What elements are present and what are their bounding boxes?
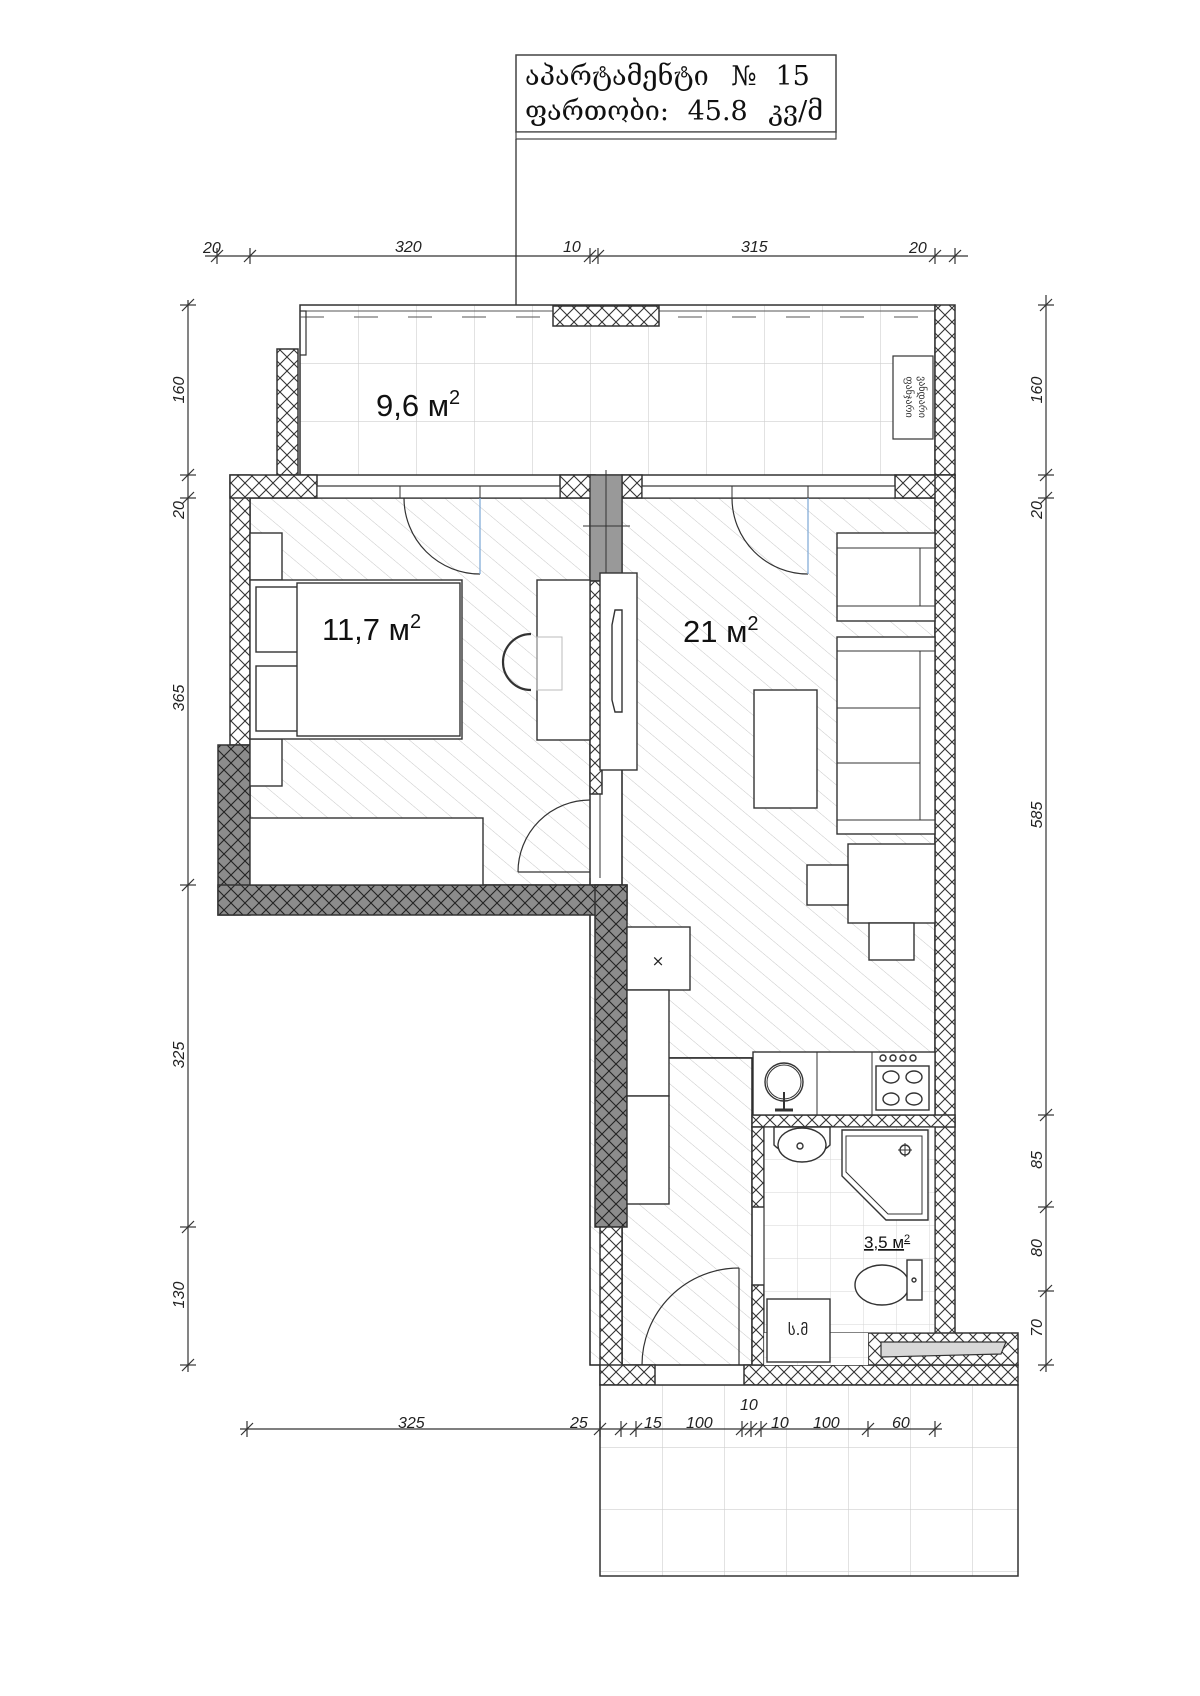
dimensions-left: 160 20 365 325 130 [171, 298, 196, 1372]
dimensions-right: 160 20 585 85 80 70 [1029, 295, 1054, 1372]
counter-1 [626, 989, 670, 1097]
counter-2 [626, 1095, 670, 1205]
panel-label-2: ვანდარი [916, 376, 928, 418]
bathroom-area-label: 3,5 м2 [864, 1233, 910, 1252]
dim-bottom-2: 25 [569, 1415, 588, 1432]
dim-top-5: 20 [908, 240, 927, 257]
dim-bottom-1: 325 [398, 1415, 425, 1432]
dining-table [847, 843, 936, 924]
panel-box [892, 355, 934, 440]
dim-bottom-5: 10 [740, 1397, 758, 1414]
dim-bottom-4: 100 [686, 1415, 713, 1432]
dim-left-5: 130 [171, 1282, 188, 1309]
bedroom-area-label: 11,7 м2 [322, 611, 421, 647]
washer-label: ს.მ [788, 1321, 808, 1339]
stove [875, 1065, 930, 1111]
dim-top-2: 320 [395, 239, 422, 256]
dining-chair-left [806, 864, 849, 906]
dim-bottom-3: 15 [644, 1415, 662, 1432]
dim-left-4: 325 [171, 1042, 188, 1069]
area-total-label: ფართობი: 45.8 კვ/მ [525, 96, 823, 127]
dim-top-1: 20 [202, 240, 221, 257]
living-furniture: × 21 м2 [599, 532, 936, 1205]
coffee-table [753, 689, 818, 809]
fridge-mark: × [652, 952, 665, 970]
dim-top-4: 315 [741, 239, 768, 256]
kitchen-unit [752, 1051, 936, 1116]
apartment-label: აპარტამენტი № 15 [525, 61, 810, 92]
dining-chair-bottom [868, 922, 915, 961]
walls [217, 470, 1019, 1386]
dimensions-bottom: 325 25 15 100 10 10 100 60 [240, 1397, 942, 1437]
panel-label-1: ფანჯარი [903, 376, 915, 417]
radiator [880, 1341, 1007, 1358]
dim-right-6: 70 [1029, 1319, 1046, 1337]
dim-right-5: 80 [1029, 1239, 1046, 1257]
dim-left-1: 160 [171, 377, 188, 404]
living-area-label: 21 м2 [683, 613, 759, 649]
desk [536, 579, 591, 741]
dim-right-1: 160 [1029, 377, 1046, 404]
wardrobe [249, 817, 484, 886]
fridge [626, 926, 691, 991]
balcony-area-label: 9,6 м2 [376, 387, 460, 423]
bedroom-furniture: 11,7 м2 [249, 532, 591, 886]
dim-left-2: 20 [171, 501, 188, 520]
load-wall-vertical [594, 884, 628, 1228]
sofa [836, 636, 936, 835]
dim-bottom-7: 100 [813, 1415, 840, 1432]
dim-left-3: 365 [171, 685, 188, 712]
desk-chair [501, 632, 532, 692]
balcony-pillar [552, 305, 660, 327]
title-block: აპარტამენტი № 15 ფართობი: 45.8 კვ/მ [507, 54, 837, 361]
dim-right-4: 85 [1029, 1151, 1046, 1169]
balcony-bottom [599, 1384, 1019, 1577]
dim-right-3: 585 [1029, 802, 1046, 829]
dim-bottom-8: 60 [892, 1415, 910, 1432]
dim-bottom-6: 10 [771, 1415, 789, 1432]
tv [611, 609, 623, 713]
load-wall-horizontal [217, 884, 628, 916]
balcony-top: ფანჯარი ვანდარი 9,6 м2 [276, 304, 956, 476]
washing-machine [766, 1298, 831, 1363]
dim-right-2: 20 [1029, 501, 1046, 520]
dimensions-top: 20 320 10 315 20 [202, 239, 968, 264]
dim-top-3: 10 [563, 239, 581, 256]
bathroom: ს.მ 3,5 м2 [763, 1126, 1007, 1365]
toilet [854, 1264, 910, 1306]
